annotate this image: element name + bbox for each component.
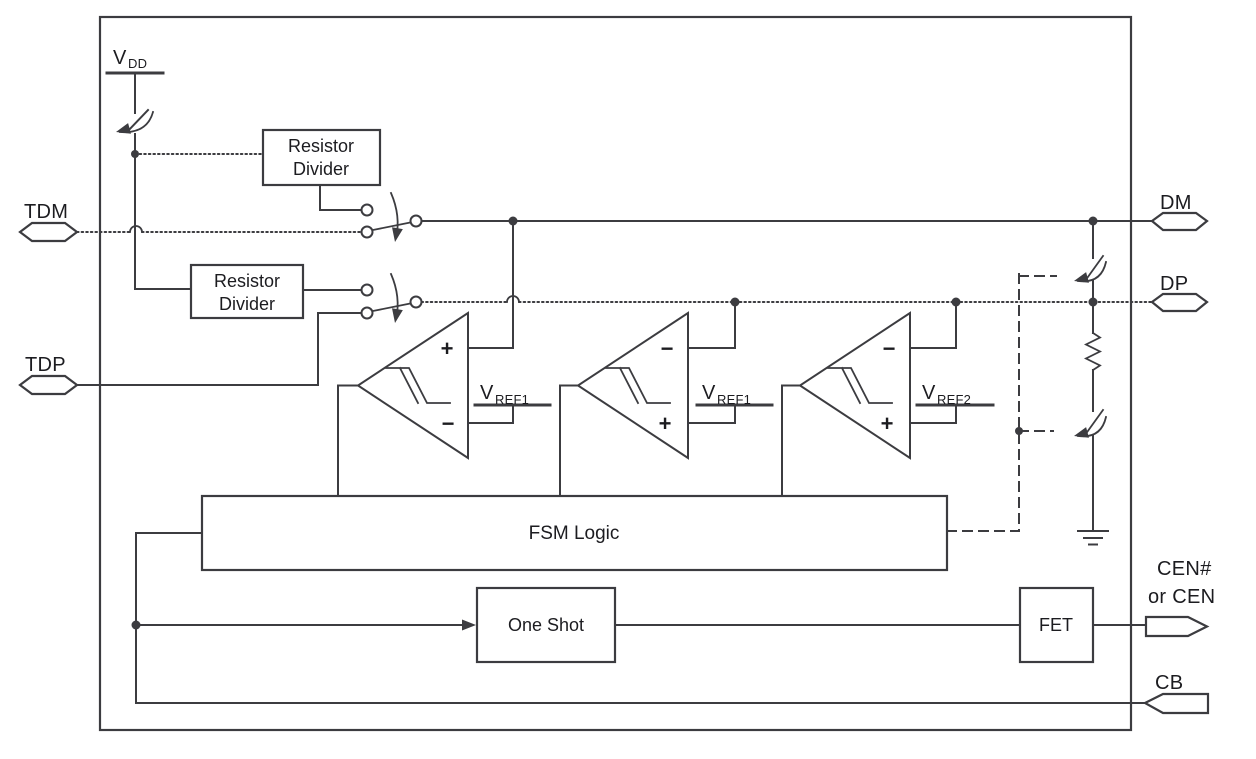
tdm-pin [18,221,79,243]
comparator-1 [356,311,469,460]
switch-terminal [360,225,374,239]
vdd-switch-arrow-icon [116,123,131,134]
comp1-ref-input-wire [467,404,514,424]
resistor-icon [1083,331,1103,372]
vref1-label: V [702,382,716,404]
fet-block [1018,586,1095,664]
switch-blade [1083,254,1105,283]
fet-label: FET [1039,615,1073,635]
divider1-output-wire [319,184,362,211]
switch-terminal [409,295,423,309]
cen-pin-label: or CEN [1148,586,1215,608]
vref1-label-sub: REF1 [495,392,529,407]
resistor-divider-1-label: Divider [293,159,349,179]
switch-terminal [409,214,423,228]
cen-pin-label: CEN# [1157,558,1212,580]
switch-blade [1083,408,1105,437]
comp2-bottom-sign: + [659,411,672,436]
cb-pin-label: CB [1155,672,1183,694]
dm-pin [1150,211,1209,232]
ground-icon [1077,530,1109,546]
junction-dot [508,216,518,226]
vref1-label-sub: REF1 [717,392,751,407]
comp2-output-wire [559,384,579,497]
tdp-pin [18,374,79,396]
comp1-top-sign: + [441,336,454,361]
resistor-divider-2-label: Resistor [214,271,280,291]
tdm-wire-hop [129,225,143,233]
vref1-label: V [480,382,494,404]
comparator-3 [798,311,911,460]
vref2-label: V [922,382,936,404]
comp3-ref-input-wire [909,404,957,424]
vdd-to-divider2-wire [134,133,192,290]
hysteresis-icon [827,366,893,405]
cen-pin [1144,615,1210,638]
junction-dot [131,620,141,630]
one-shot-label: One Shot [508,615,584,635]
comp3-minus-input-wire [909,301,957,349]
tdp-wire [76,312,362,386]
comp2-top-sign: − [661,336,674,361]
comparator-2 [576,311,689,460]
dm-dp-short-switch-icon [1074,220,1108,303]
junction-dot [1088,216,1098,226]
chip-outline [98,15,1133,732]
dp-select-switch-icon [360,272,423,323]
comp1-bottom-sign: − [442,411,455,436]
switch-arrow-icon [1074,427,1089,438]
one-shot-input-arrow-icon [462,619,476,631]
tdp-pin-label: TDP [25,354,66,376]
comp2-minus-input-wire [687,301,736,349]
fsm-logic-block [200,494,949,572]
comp1-plus-input-wire [467,220,514,349]
vdd-label: V [113,47,127,69]
hysteresis-icon [385,366,451,405]
resistor-divider-2-label: Divider [219,294,275,314]
junction-dot [730,297,740,307]
dp-pin [1150,292,1209,313]
switch-arrow-icon [392,227,403,242]
vref2-label-sub: REF2 [937,392,971,407]
junction-dot [1088,297,1098,307]
resistor-divider-1-label: Resistor [288,136,354,156]
comp3-top-sign: − [883,336,896,361]
junction-dot [131,150,139,158]
switch-arrow-icon [1074,272,1089,283]
dm-select-switch-icon [360,191,423,242]
junction-dot [951,297,961,307]
tdm-pin-label: TDM [24,201,68,223]
hysteresis-icon [605,366,671,405]
switch-terminal [360,306,374,320]
fsm-control-dashed-wire [946,269,1020,532]
fsm-logic-label: FSM Logic [529,523,620,544]
one-shot-block [475,586,617,664]
switch-terminal [360,203,374,217]
pulldown-switch-icon [1074,408,1108,532]
junction-dot [1015,427,1023,435]
resistor-divider-1-block [261,128,382,187]
vdd-switch-blade-icon [125,108,150,134]
switch-arrow-icon [392,308,403,323]
comp3-output-wire [781,384,801,497]
vdd-label-sub: DD [128,56,147,71]
dp-pin-label: DP [1160,273,1188,295]
comp2-ref-input-wire [687,404,736,424]
cb-pin [1142,692,1210,715]
switch-blade [371,221,412,232]
switch-blade [371,302,412,313]
switch-terminal [360,283,374,297]
fsm-feedback-wire [135,532,1147,704]
comp1-output-wire [337,384,359,497]
comp3-bottom-sign: + [881,411,894,436]
resistor-divider-2-block [189,263,305,320]
dm-pin-label: DM [1160,192,1192,214]
